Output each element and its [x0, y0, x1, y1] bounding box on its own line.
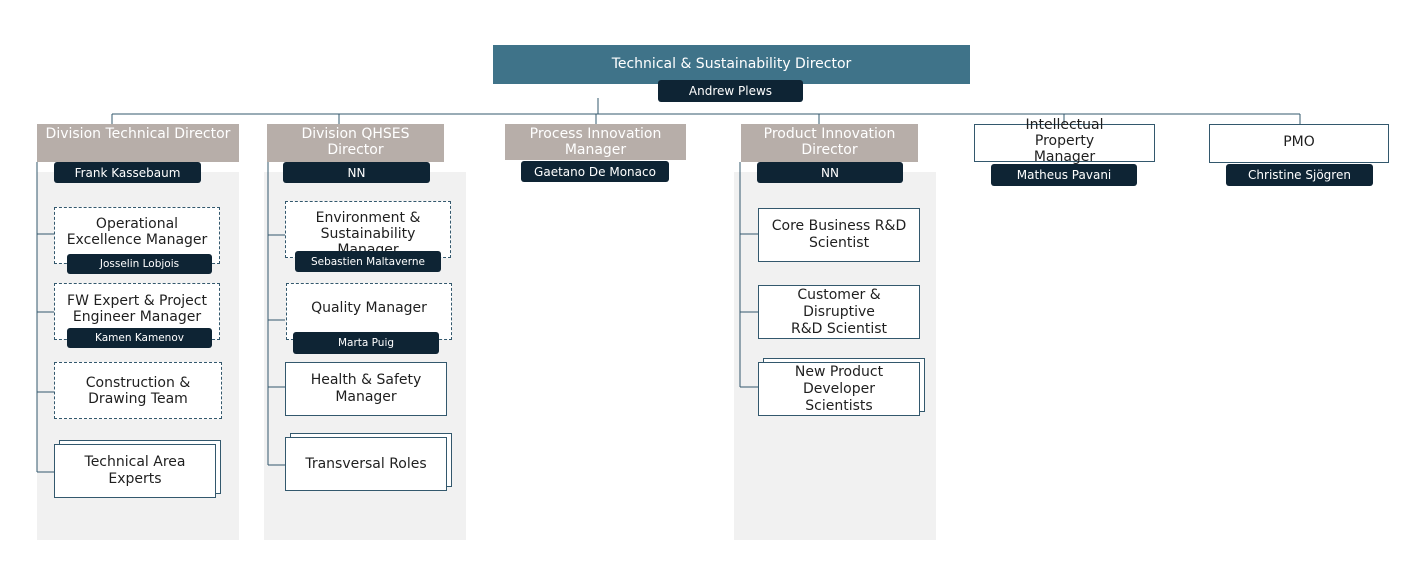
name-tag-technical-director: Frank Kassebaum [54, 162, 201, 183]
role-box-environment-sustainability: Environment & Sustainability Manager [285, 201, 451, 258]
role-box-quality-manager: Quality Manager [286, 283, 452, 340]
role-box-core-business: Core Business R&D Scientist [758, 208, 920, 262]
name-tag-operational-excellence: Josselin Lobjois [67, 254, 212, 274]
column-header-process-innovation: Process Innovation Manager [505, 124, 686, 160]
role-box-new-product: New Product Developer Scientists [758, 362, 920, 416]
name-tag-pmo: Christine Sjögren [1226, 164, 1373, 186]
column-header-pmo: PMO [1209, 124, 1389, 163]
column-header-intellectual-property: Intellectual Property Manager [974, 117, 1155, 165]
role-box-transversal-roles: Transversal Roles [285, 437, 447, 491]
intellectual-property-title: Intellectual Property Manager [1025, 117, 1104, 165]
column-header-technical: Division Technical Director [37, 124, 239, 162]
role-box-technical-experts: Technical Area Experts [54, 444, 216, 498]
name-tag-fw-expert: Kamen Kamenov [67, 328, 212, 348]
role-title-transversal-roles: Transversal Roles [305, 455, 427, 472]
role-title-technical-experts: Technical Area Experts [84, 454, 186, 487]
pmo-title: PMO [1283, 133, 1315, 150]
name-tag-qhses-director: NN [283, 162, 430, 183]
name-tag-product-innovation: NN [757, 162, 903, 183]
column-header-qhses: Division QHSES Director [267, 124, 444, 162]
role-title-operational-excellence: Operational Excellence Manager [66, 216, 208, 248]
role-title-customer-disruptive: Customer & Disruptive R&D Scientist [791, 286, 887, 337]
column-header-product-innovation: Product Innovation Director [741, 124, 918, 162]
role-title-new-product: New Product Developer Scientists [794, 363, 884, 414]
role-title-health-safety: Health & Safety Manager [310, 372, 422, 405]
role-title-quality-manager: Quality Manager [311, 299, 427, 316]
role-box-customer-disruptive: Customer & Disruptive R&D Scientist [758, 285, 920, 339]
top-director-title: Technical & Sustainability Director [611, 55, 852, 72]
name-tag-intellectual-property: Matheus Pavani [991, 164, 1137, 186]
top-director-box: Technical & Sustainability Director [493, 45, 970, 84]
role-title-construction-drawing: Construction & Drawing Team [85, 374, 191, 407]
role-box-construction-drawing: Construction & Drawing Team [54, 362, 222, 419]
name-tag-quality-manager: Marta Puig [293, 332, 439, 354]
role-title-core-business: Core Business R&D Scientist [771, 218, 907, 251]
name-tag-environment-sustainability: Sebastien Maltaverne [295, 251, 441, 272]
top-director-name-tag: Andrew Plews [658, 80, 803, 102]
role-title-fw-expert: FW Expert & Project Engineer Manager [67, 293, 207, 325]
role-box-health-safety: Health & Safety Manager [285, 362, 447, 416]
name-tag-process-innovation: Gaetano De Monaco [521, 161, 669, 182]
